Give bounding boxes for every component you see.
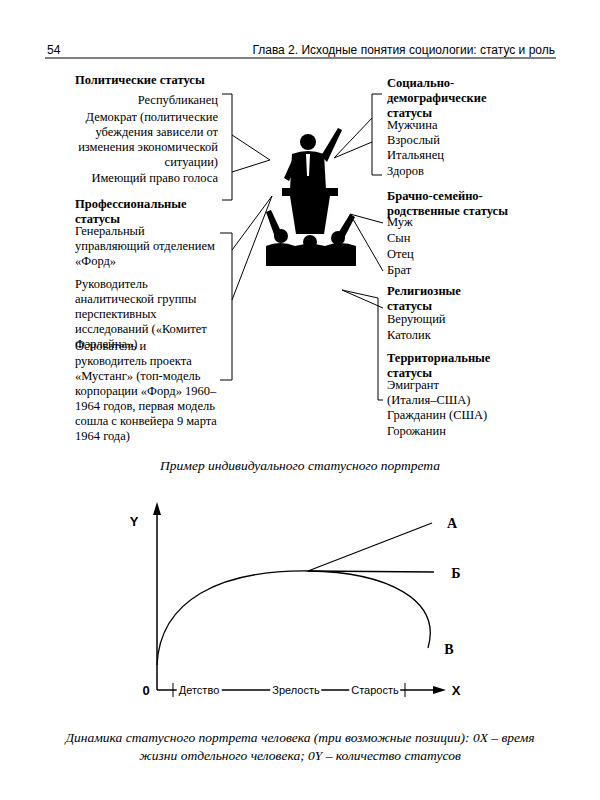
axis-arrow — [153, 502, 161, 515]
bracket — [220, 233, 232, 380]
bracket-pointer — [334, 118, 372, 158]
bracket — [342, 290, 383, 400]
group-heading: Политические статусы — [75, 73, 235, 88]
status-item: Республиканец — [78, 93, 218, 108]
curve-label: Б — [449, 566, 462, 581]
tick-label: Зрелость — [270, 683, 321, 698]
bracket — [372, 94, 382, 175]
axis-label: Y — [128, 514, 141, 529]
status-item: Гражданин (США) — [387, 408, 537, 423]
status-item: Католик — [387, 328, 537, 343]
status-item: Демократ (политические убеждения зависел… — [68, 110, 218, 170]
curve-label: В — [442, 642, 455, 657]
status-item: Генеральный управляющий отделением «Форд… — [75, 224, 220, 269]
figure-caption: Пример индивидуального статусного портре… — [40, 457, 560, 475]
status-item: Горожанин — [387, 424, 537, 439]
axis-label: X — [450, 683, 463, 698]
status-item: Муж — [387, 215, 537, 230]
status-item: Итальянец — [387, 148, 537, 163]
status-item: Здоров — [387, 164, 537, 179]
status-item: Отец — [387, 247, 537, 262]
chart-axes — [157, 512, 434, 697]
tie — [306, 154, 310, 176]
status-item: Имеющий право голоса — [68, 171, 218, 186]
tick-label: Детство — [177, 683, 222, 698]
status-item: Брат — [387, 263, 537, 278]
group-heading: Религиозные статусы — [387, 284, 487, 314]
status-curves — [157, 523, 434, 665]
figure-caption: Динамика статусного портрета человека (т… — [60, 729, 540, 765]
status-item: Мужчина — [387, 118, 537, 133]
status-item: Основатель и руководитель проекта «Муста… — [75, 339, 220, 444]
speaker-figure — [266, 128, 356, 266]
group-heading: Социально-демографические статусы — [387, 76, 502, 121]
page-number: 54 — [47, 43, 60, 58]
header-rule — [45, 58, 556, 59]
bracket — [222, 94, 232, 200]
axis-origin: 0 — [140, 683, 151, 698]
status-item: Эмигрант (Италия–США) — [387, 378, 487, 408]
status-item: Сын — [387, 231, 537, 246]
brackets — [220, 94, 383, 400]
bracket-pointer — [232, 135, 270, 172]
running-header: Глава 2. Исходные понятия социологии: ст… — [252, 43, 555, 58]
group-heading: Профессиональные статусы — [75, 197, 200, 227]
group-heading: Брачно-семейно-родственные статусы — [387, 189, 537, 219]
curve-label: А — [445, 516, 459, 531]
axis-arrow — [433, 686, 446, 694]
status-item: Взрослый — [387, 133, 537, 148]
status-item: Верующий — [387, 312, 537, 327]
tick-label: Старость — [349, 683, 400, 698]
group-heading: Территориальные статусы — [387, 351, 507, 381]
